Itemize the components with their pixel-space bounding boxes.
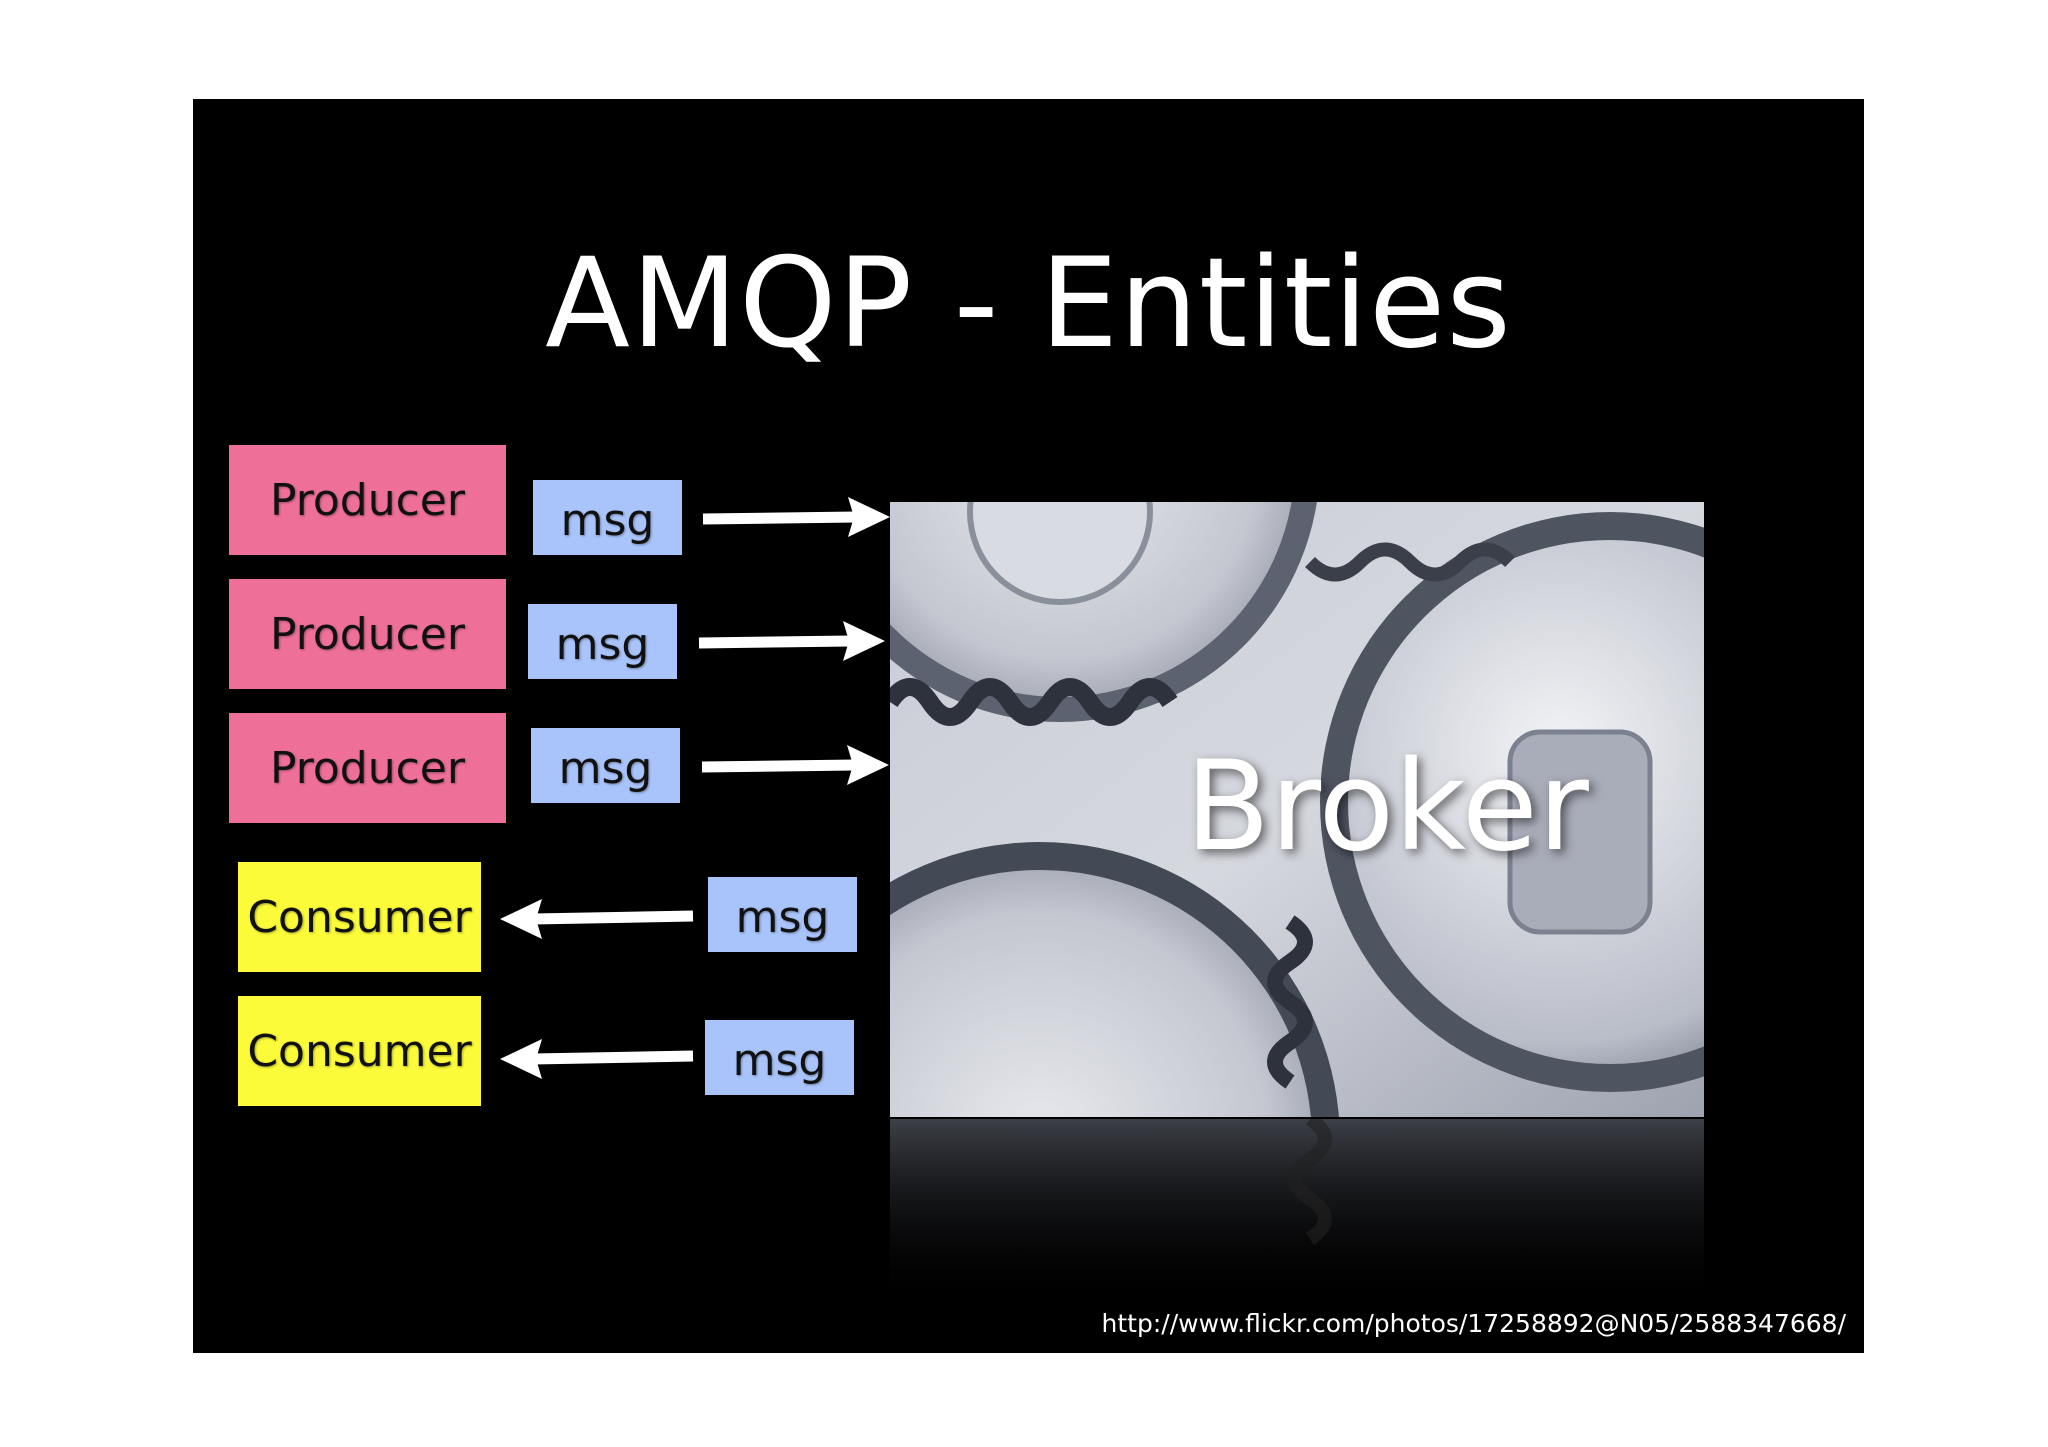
right-arrow-icon (702, 497, 890, 537)
left-arrow-icon (500, 899, 694, 939)
slide-title: AMQP - Entities (545, 232, 1512, 376)
producer-msg-2: msg (528, 604, 677, 679)
consumer-box-2: Consumer (238, 996, 481, 1106)
broker-panel: Broker (890, 502, 1704, 1117)
consumer-msg-1: msg (708, 877, 857, 952)
slide: AMQP - Entities Producer Producer Produc… (193, 99, 1864, 1353)
producer-msg-3: msg (531, 728, 680, 803)
left-arrow-icon (500, 1039, 694, 1079)
consumer-box-1: Consumer (238, 862, 481, 972)
producer-box-2: Producer (229, 579, 506, 689)
broker-reflection (890, 1119, 1704, 1309)
image-credit-link[interactable]: http://www.flickr.com/photos/17258892@N0… (1101, 1309, 1846, 1338)
gears-image (890, 502, 1704, 1117)
producer-box-1: Producer (229, 445, 506, 555)
producer-msg-1: msg (533, 480, 682, 555)
right-arrow-icon (701, 745, 889, 785)
broker-label: Broker (1185, 735, 1589, 879)
consumer-msg-2: msg (705, 1020, 854, 1095)
right-arrow-icon (698, 621, 885, 661)
producer-box-3: Producer (229, 713, 506, 823)
